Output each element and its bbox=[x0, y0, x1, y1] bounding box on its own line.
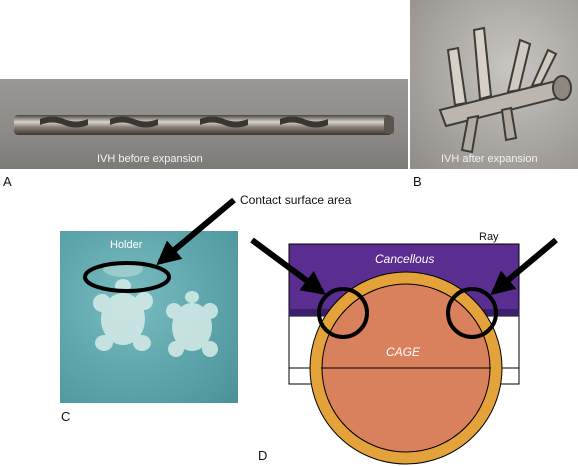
ivh-unexpanded-image bbox=[14, 115, 394, 135]
panel-b-letter: B bbox=[413, 174, 422, 189]
left-contact-arrow bbox=[250, 237, 326, 295]
cage-label: CAGE bbox=[386, 345, 421, 359]
panel-b-photo: IVH after expansion bbox=[410, 0, 578, 169]
panel-a-letter: A bbox=[3, 174, 12, 189]
ivh-expanded-image bbox=[438, 26, 572, 154]
panel-b-caption: IVH after expansion bbox=[441, 153, 538, 165]
contact-surface-label: Contact surface area bbox=[240, 193, 352, 207]
contact-arrow bbox=[156, 197, 236, 266]
panel-a-caption: IVH before expansion bbox=[97, 153, 203, 165]
right-contact-arrow bbox=[490, 237, 558, 296]
holder-label: Holder bbox=[110, 239, 143, 251]
xray-cages-image bbox=[93, 261, 218, 357]
cancellous-label: Cancellous bbox=[375, 252, 435, 266]
panel-c-xray: Holder bbox=[60, 231, 238, 403]
panel-d-letter: D bbox=[258, 448, 268, 463]
contact-circle-left bbox=[317, 287, 369, 339]
panel-a-photo: IVH before expansion bbox=[0, 79, 408, 169]
panel-c-letter: C bbox=[61, 409, 71, 424]
contact-circle-right bbox=[446, 287, 498, 339]
ray-label: Ray bbox=[479, 231, 499, 243]
holder-contact-ellipse bbox=[83, 261, 171, 293]
